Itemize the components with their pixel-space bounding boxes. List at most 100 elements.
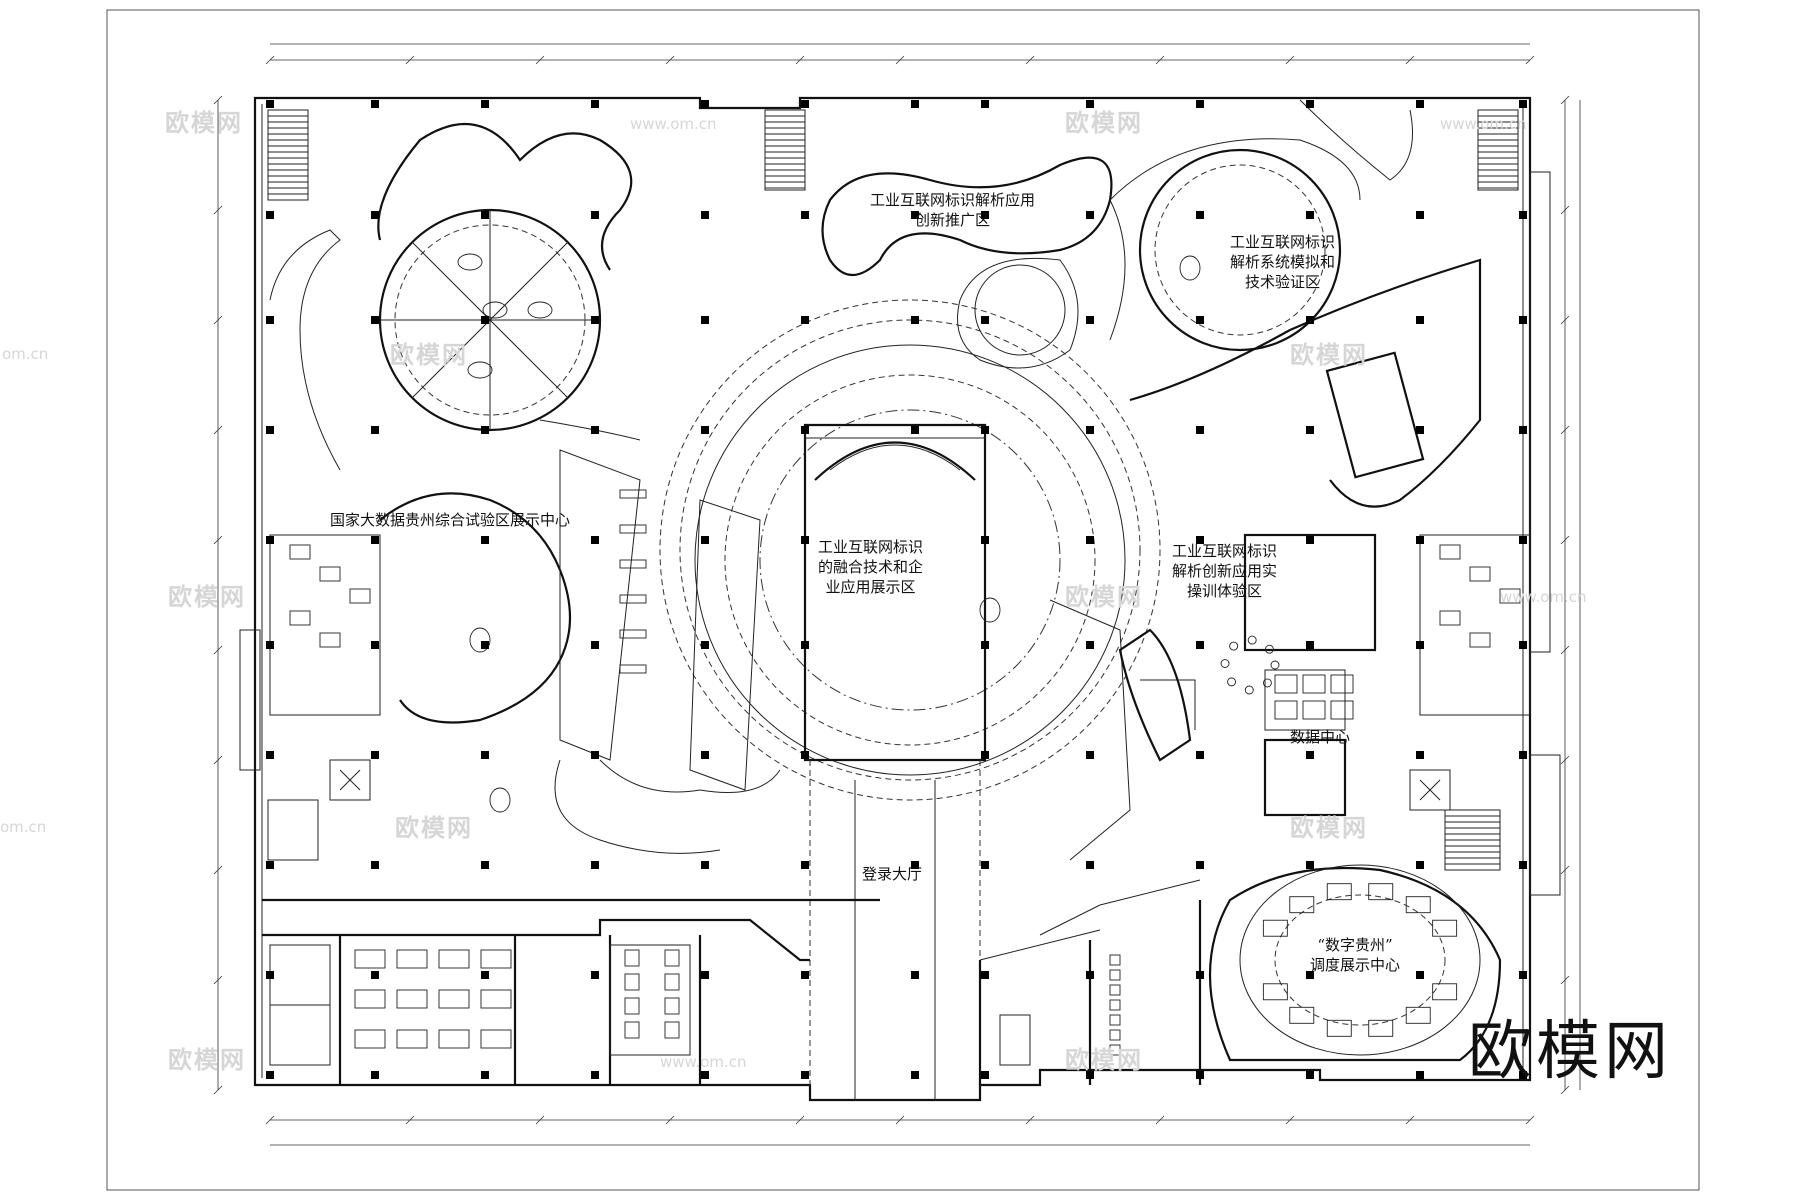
watermark-9: 欧模网 [1065, 583, 1143, 611]
column [481, 426, 489, 434]
column [591, 751, 599, 759]
column [911, 426, 919, 434]
watermark-3: www.om.cn [630, 115, 717, 133]
brand-logo-text: 欧模网 [1468, 1015, 1672, 1089]
column [801, 100, 809, 108]
column [701, 211, 709, 219]
watermark-16: www.om.cn [660, 1053, 747, 1071]
column [1519, 316, 1527, 324]
column [591, 211, 599, 219]
column [266, 211, 274, 219]
column [371, 861, 379, 869]
column [591, 641, 599, 649]
column [371, 641, 379, 649]
watermark-7: 欧模网 [1290, 341, 1368, 369]
watermark-14: 欧模网 [168, 1046, 246, 1074]
column [701, 536, 709, 544]
label-identifier-training: 工业互联网标识 解析创新应用实 操训体验区 [1172, 542, 1278, 600]
column [701, 100, 709, 108]
column [801, 1071, 809, 1079]
column [266, 861, 274, 869]
column [1416, 751, 1424, 759]
column [701, 426, 709, 434]
column [266, 426, 274, 434]
column [1519, 536, 1527, 544]
column [591, 971, 599, 979]
column [481, 641, 489, 649]
toilet-blocks [269, 534, 1531, 811]
furniture-layer [289, 253, 1521, 1056]
column [371, 971, 379, 979]
column [1196, 641, 1204, 649]
column [371, 1071, 379, 1079]
column [701, 316, 709, 324]
column [911, 861, 919, 869]
column [981, 426, 989, 434]
column [1416, 971, 1424, 979]
column [591, 426, 599, 434]
watermark-15: 欧模网 [1065, 1046, 1143, 1074]
column [1519, 751, 1527, 759]
column [1306, 536, 1314, 544]
column [801, 426, 809, 434]
column [981, 211, 989, 219]
column [1519, 100, 1527, 108]
column [481, 100, 489, 108]
column [481, 536, 489, 544]
column [801, 211, 809, 219]
column [1086, 1071, 1094, 1079]
column [591, 100, 599, 108]
column [1306, 100, 1314, 108]
column [1306, 316, 1314, 324]
column [1416, 100, 1424, 108]
column [1416, 1071, 1424, 1079]
column [1196, 536, 1204, 544]
bigdata-exhibition-outline [379, 419, 781, 854]
column [1086, 971, 1094, 979]
column [1196, 211, 1204, 219]
column [911, 211, 919, 219]
column [911, 100, 919, 108]
column [371, 211, 379, 219]
column [266, 1071, 274, 1079]
column [1196, 1071, 1204, 1079]
column [1086, 861, 1094, 869]
column [266, 316, 274, 324]
label-identifier-sim-verify: 工业互联网标识 解析系统模拟和 技术验证区 [1230, 233, 1336, 291]
training-zone-outline [1118, 533, 1377, 817]
column [981, 316, 989, 324]
column [1196, 861, 1204, 869]
office-rooms [262, 879, 1202, 1085]
column [1416, 861, 1424, 869]
column [371, 426, 379, 434]
column [1306, 426, 1314, 434]
column [1086, 316, 1094, 324]
column [801, 316, 809, 324]
column [371, 751, 379, 759]
structural-columns [266, 100, 1527, 1079]
column [981, 971, 989, 979]
column [981, 641, 989, 649]
column [1196, 971, 1204, 979]
column [481, 211, 489, 219]
column [266, 641, 274, 649]
column [591, 1071, 599, 1079]
label-bigdata-guizhou: 国家大数据贵州综合试验区展示中心 [330, 511, 571, 529]
column [1416, 426, 1424, 434]
exterior-walls [239, 96, 1561, 1102]
column [371, 536, 379, 544]
column [481, 971, 489, 979]
watermark-6: 欧模网 [390, 341, 468, 369]
central-rotunda [659, 299, 1161, 1100]
column [701, 1071, 709, 1079]
watermark-13: 欧模网 [1290, 814, 1368, 842]
label-identifier-app-promo: 工业互联网标识解析应用 创新推广区 [870, 191, 1036, 229]
column [1416, 316, 1424, 324]
column [1519, 211, 1527, 219]
column [1196, 100, 1204, 108]
simulation-zone-outline [1109, 99, 1482, 508]
column [591, 316, 599, 324]
dispatch-center-outline [1208, 864, 1502, 1062]
column [266, 751, 274, 759]
